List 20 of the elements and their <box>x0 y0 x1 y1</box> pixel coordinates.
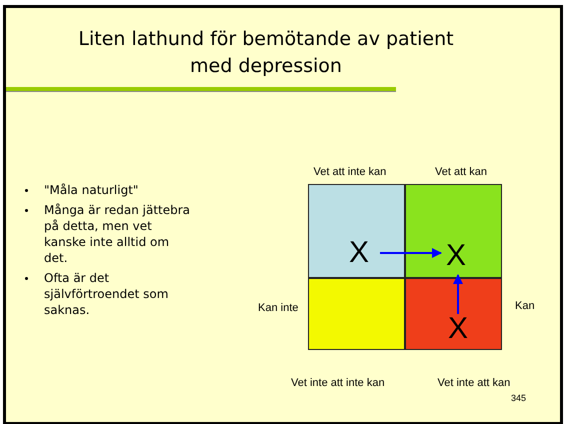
page-number: 345 <box>511 393 526 403</box>
axis-label: Kan <box>515 300 535 312</box>
arrow <box>453 274 463 314</box>
quadrant-box <box>405 184 502 278</box>
axis-label: Vet att inte kan <box>314 166 386 178</box>
x-mark: X <box>445 314 471 344</box>
bullet-text: Ofta är det självförtroendet som saknas. <box>44 270 170 318</box>
axis-label: Vet inte att inte kan <box>291 377 385 389</box>
quadrant-box <box>308 184 405 278</box>
axis-label: Vet att kan <box>435 166 487 178</box>
bullet-text: "Måla naturligt" <box>44 182 140 198</box>
bullet-text: Många är redan jättebra på detta, men vet kanske inte alltid om det. <box>44 202 192 266</box>
x-mark: X <box>443 241 469 271</box>
x-mark: X <box>346 238 372 268</box>
axis-label: Vet inte att kan <box>438 377 510 389</box>
axis-label: Kan inte <box>258 302 298 314</box>
quadrant-box <box>308 278 405 350</box>
quadrant-box <box>405 278 502 350</box>
slide-title: Liten lathund för bemötande av patient med depression <box>77 27 455 79</box>
arrow <box>380 248 442 258</box>
